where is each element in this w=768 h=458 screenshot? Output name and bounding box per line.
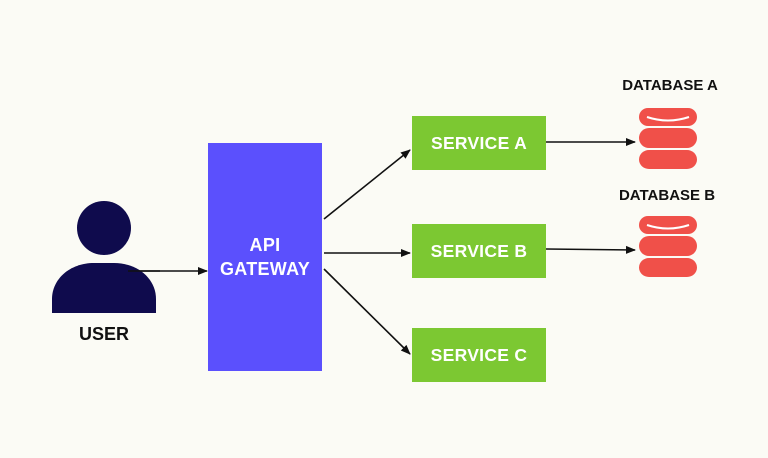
service-c-box: SERVICE C bbox=[412, 328, 546, 382]
service-a-label: SERVICE A bbox=[430, 132, 528, 153]
api-gateway-label-line1: API bbox=[249, 235, 281, 255]
service-b-box: SERVICE B bbox=[412, 224, 546, 278]
database-a-label: DATABASE A bbox=[622, 77, 718, 94]
arrow-gateway-to-service-a bbox=[323, 149, 411, 220]
service-b-label: SERVICE B bbox=[430, 240, 528, 261]
api-gateway-box: API GATEWAY bbox=[208, 143, 322, 371]
database-b-icon bbox=[639, 216, 697, 277]
arrow-service-b-to-database-b bbox=[545, 245, 636, 254]
user-icon bbox=[52, 201, 160, 313]
service-a-box: SERVICE A bbox=[412, 116, 546, 170]
api-gateway-label-line2: GATEWAY bbox=[219, 259, 311, 279]
service-c-label: SERVICE C bbox=[430, 344, 528, 365]
database-b-label: DATABASE B bbox=[618, 187, 716, 204]
database-a-icon bbox=[639, 108, 697, 169]
user-label: USER bbox=[78, 324, 129, 344]
arrow-gateway-to-service-c bbox=[323, 268, 411, 355]
